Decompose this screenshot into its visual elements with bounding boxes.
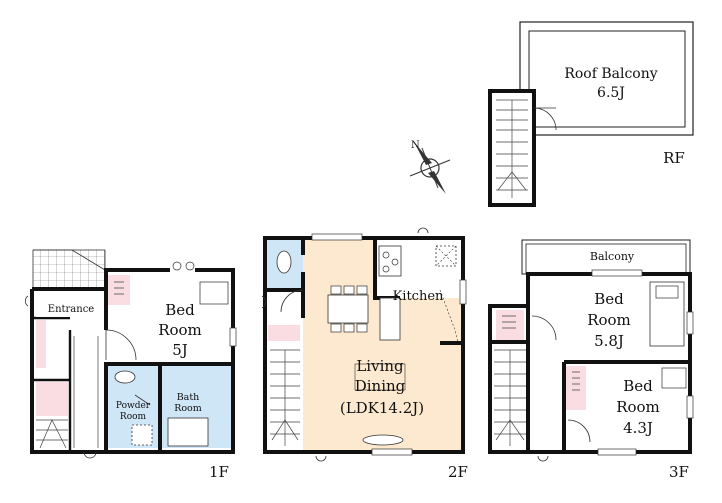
bedroom-label-line2: Room (158, 321, 202, 339)
roof-balcony-size: 6.5J (597, 85, 625, 101)
second-floor-storage-fill (268, 325, 300, 341)
bedroom-window-icon (229, 327, 237, 347)
ldk-right-window-icon (459, 279, 467, 305)
bedroom-a-line1: Bed (594, 290, 624, 308)
bath-room-line2: Room (174, 403, 202, 414)
roof-floor-label: RF (663, 149, 685, 167)
first-floor: Entrance Bed Room 5J Powder Room Bath Ro… (24, 249, 237, 481)
second-floor: Kitchen Living Dining (LDK14.2J) 2F (261, 227, 468, 481)
wash-basin-icon (114, 370, 136, 384)
third-floor-label: 3F (669, 463, 689, 481)
compass-needle-icon (414, 142, 432, 165)
bath-room-line1: Bath (177, 392, 200, 403)
ldk-bottom-window-icon (371, 448, 413, 456)
balcony-label: Balcony (590, 250, 635, 263)
bedroom-size: 5J (172, 341, 188, 359)
compass-cross-icon (409, 147, 451, 189)
compass: N (409, 140, 451, 194)
roof-stairs (496, 99, 528, 198)
ldk-top-window-icon (311, 233, 363, 241)
first-floor-walls (30, 268, 235, 454)
dining-table-icon (327, 294, 369, 324)
compass-ring-icon (420, 158, 440, 178)
second-floor-label: 2F (448, 463, 468, 481)
stair-storage-fill (36, 382, 68, 416)
bedroom-a-line2: Room (587, 311, 631, 329)
kitchen-label: Kitchen (393, 289, 444, 304)
third-floor-walls (488, 272, 692, 454)
washer-icon (131, 424, 153, 446)
bedroom-b-line1: Bed (623, 377, 653, 395)
bed-icon (199, 281, 229, 305)
bedroom-door-swing (105, 329, 137, 361)
bedroom-a-size: 5.8J (594, 332, 624, 350)
ldk-size: (LDK14.2J) (340, 399, 424, 417)
bedroom-b-line2: Room (616, 398, 660, 416)
bedroom-b-size: 4.3J (623, 419, 653, 437)
entrance-storage-fill (36, 320, 46, 368)
bedroom-label-line1: Bed (165, 301, 195, 319)
powder-room-line1: Powder (116, 401, 151, 411)
first-floor-label: 1F (209, 463, 229, 481)
stove-icon (378, 245, 402, 277)
bedroom-closet-fill (108, 275, 130, 305)
sofa-icon (354, 363, 406, 391)
ldk-label-line1: Living (356, 357, 404, 375)
tv-icon (362, 434, 404, 446)
third-floor-stairs (494, 349, 526, 446)
compass-north-letter: N (411, 140, 420, 151)
roof-balcony-label: Roof Balcony (564, 66, 657, 82)
ldk-label-line2: Dining (355, 377, 406, 395)
entrance-label: Entrance (48, 304, 95, 315)
kitchen-island-icon (379, 297, 401, 341)
entrance-porch-tiles (32, 249, 106, 289)
entrance-canopy (33, 249, 106, 271)
second-floor-stairs (270, 349, 300, 446)
toilet-icon (276, 250, 292, 274)
powder-room-line2: Room (120, 412, 147, 422)
roof-balcony-inner (528, 30, 686, 128)
first-floor-stairs (36, 336, 99, 449)
roof-floor: Roof Balcony 6.5J RF (488, 21, 694, 207)
third-floor: Balcony Bed Room (488, 239, 694, 481)
bathtub-icon (167, 417, 209, 447)
